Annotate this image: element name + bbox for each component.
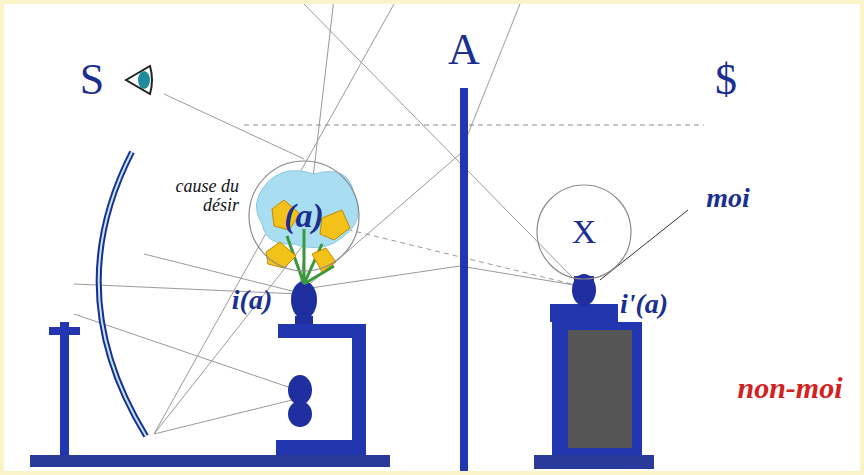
flowers xyxy=(256,171,358,284)
real-image-vase xyxy=(291,281,317,324)
lens-circle: (a) xyxy=(248,160,360,272)
pedestal xyxy=(534,304,654,469)
subject-symbol: S xyxy=(80,58,104,102)
virtual-image-label: i'(a) xyxy=(620,290,668,318)
cause-label: cause du désir xyxy=(161,177,239,215)
circle-label: (a) xyxy=(284,199,324,233)
stage: (a) X S $ Acause du désir i(a) moi i'(a) non-moi xyxy=(4,4,860,471)
left-base xyxy=(30,455,390,467)
sight-line xyxy=(244,125,704,126)
spherical-mirror xyxy=(99,152,146,436)
barred-subject-symbol: $ xyxy=(715,58,737,102)
moi-label: moi xyxy=(706,184,750,212)
non-moi-label: non-moi xyxy=(737,373,842,403)
light-rays xyxy=(74,4,580,434)
mirror-label: A xyxy=(448,28,480,72)
box-stand xyxy=(276,324,366,455)
circle-label: X xyxy=(572,215,597,249)
hidden-vase xyxy=(288,375,312,427)
mirror-stand xyxy=(49,322,80,457)
lens-circle: X xyxy=(536,184,632,280)
eye-symbol xyxy=(126,66,152,94)
plane-mirror xyxy=(460,88,468,471)
real-image-label: i(a) xyxy=(232,286,272,314)
